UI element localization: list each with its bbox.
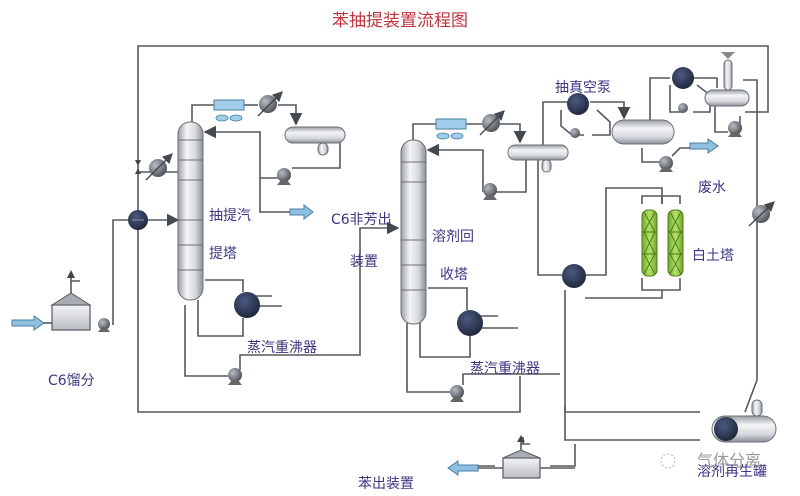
reflux-pump-2 [483, 183, 497, 200]
label-c6-nonaromatic-1: C6非芳出 [331, 211, 392, 228]
air-cooler-2 [435, 118, 467, 140]
vacuum-drum [611, 119, 675, 145]
reflux-pump-1 [277, 168, 291, 185]
diagram-title: 苯抽提装置流程图 [332, 11, 468, 31]
label-reboiler-2: 蒸汽重沸器 [470, 361, 540, 377]
benzene-tank [478, 435, 575, 479]
watermark-text: 气体分离 [697, 451, 761, 470]
raffinate-outlet-arrow [289, 203, 314, 221]
label-clay-tower: 白土塔 [692, 248, 734, 264]
solvent-regen-tank [711, 399, 777, 443]
reboiler-1 [234, 292, 260, 318]
pipes [112, 45, 769, 467]
regen-heater [748, 201, 775, 227]
reflux-drum-1 [284, 126, 346, 156]
waste-water-arrow [689, 138, 719, 154]
watermark: 气体分离 [660, 451, 761, 470]
clay-exchanger [562, 264, 586, 288]
feed-inlet-arrow [11, 315, 52, 331]
trim-cooler-1 [257, 91, 283, 117]
clay-tower-a [641, 209, 658, 277]
label-waste-water: 废水 [698, 180, 726, 196]
benzene-outlet-arrow [447, 460, 479, 476]
wechat-icon [660, 453, 676, 469]
separator-pump [728, 121, 742, 137]
label-solvent-recovery-2: 收塔 [440, 267, 468, 283]
label-reboiler-1: 蒸汽重沸器 [247, 340, 317, 356]
bottom-pump-2 [450, 385, 464, 402]
feed-exchanger [128, 210, 148, 230]
feed-tank [50, 270, 92, 331]
trim-cooler-2 [479, 110, 505, 136]
clay-tower-b [667, 209, 684, 277]
reboiler-2 [457, 310, 483, 336]
vacuum-pump-1 [567, 93, 589, 138]
extractive-column [177, 121, 204, 301]
label-solvent-recovery-1: 溶剂回 [432, 229, 474, 245]
air-cooler-1 [213, 99, 245, 122]
label-benzene-out: 苯出装置 [358, 475, 414, 492]
feed-pump [98, 318, 110, 332]
vacuum-pump-2 [672, 67, 694, 113]
label-extractive-1: 抽提汽 [209, 208, 251, 224]
side-heater-1 [135, 153, 173, 181]
label-vacuum-pump: 抽真空泵 [555, 80, 611, 96]
reflux-drum-2 [507, 144, 569, 173]
label-solvent-regen: 溶剂再生罐 [697, 464, 767, 480]
vacuum-drum-pump [659, 156, 673, 172]
label-c6-nonaromatic-2: 装置 [350, 254, 378, 270]
separator-drum [704, 52, 750, 107]
solvent-recovery-column [400, 139, 427, 325]
label-c6-fraction: C6馏分 [48, 373, 95, 389]
label-extractive-2: 提塔 [209, 246, 237, 262]
bottom-pump-1 [228, 368, 242, 385]
